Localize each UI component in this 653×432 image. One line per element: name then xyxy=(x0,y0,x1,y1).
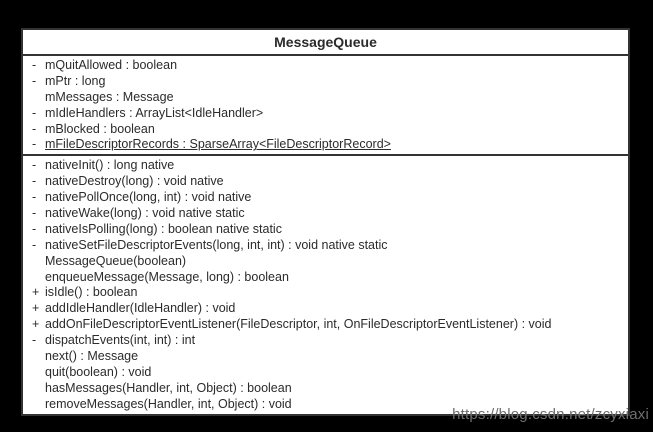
field-row: -mPtr : long xyxy=(30,74,628,90)
member-text: addOnFileDescriptorEventListener(FileDes… xyxy=(45,317,552,332)
member-text: quit(boolean) : void xyxy=(45,364,152,379)
member-text: nativeIsPolling(long) : boolean native s… xyxy=(45,221,282,236)
member-text: hasMessages(Handler, int, Object) : bool… xyxy=(45,380,292,395)
visibility-marker: - xyxy=(32,105,37,120)
visibility-marker: - xyxy=(32,158,37,173)
method-row: -nativePollOnce(long, int) : void native xyxy=(30,190,628,206)
member-text: mMessages : Message xyxy=(45,89,174,104)
member-text: mIdleHandlers : ArrayList<IdleHandler> xyxy=(45,105,264,120)
uml-class-box: MessageQueue -mQuitAllowed : boolean-mPt… xyxy=(21,28,630,416)
method-row: + addOnFileDescriptorEventListener(FileDe… xyxy=(30,317,628,333)
member-text: mQuitAllowed : boolean xyxy=(45,58,178,72)
method-row: -nativeInit() : long native xyxy=(30,158,628,174)
visibility-marker: + xyxy=(32,317,40,332)
visibility-marker: + xyxy=(32,285,40,300)
method-row: -nativeWake(long) : void native static xyxy=(30,206,628,222)
field-row: -mFileDescriptorRecords : SparseArray<Fi… xyxy=(30,137,628,153)
visibility-marker: - xyxy=(32,237,37,252)
field-row: -mQuitAllowed : boolean xyxy=(30,58,628,74)
watermark-url: https://blog.csdn.net/zcyxiaxi xyxy=(452,406,649,423)
visibility-marker: - xyxy=(32,121,37,136)
class-title: MessageQueue xyxy=(23,30,628,56)
member-text: mBlocked : boolean xyxy=(45,121,155,136)
visibility-marker: - xyxy=(32,333,37,348)
member-text: removeMessages(Handler, int, Object) : v… xyxy=(45,396,292,411)
member-text: mPtr : long xyxy=(45,73,106,88)
method-row: removeMessages(Handler, int, Object) : v… xyxy=(30,397,628,413)
member-text: nativePollOnce(long, int) : void native xyxy=(45,190,252,205)
methods-section: -nativeInit() : long native-nativeDestro… xyxy=(23,156,628,413)
method-row: -dispatchEvents(int, int) : int xyxy=(30,333,628,349)
method-row: -nativeIsPolling(long) : boolean native … xyxy=(30,222,628,238)
method-row: + isIdle() : boolean xyxy=(30,285,628,301)
method-row: MessageQueue(boolean) xyxy=(30,254,628,270)
member-text: nativeSetFileDescriptorEvents(long, int,… xyxy=(45,237,388,252)
visibility-marker: - xyxy=(32,174,37,189)
member-text: nativeWake(long) : void native static xyxy=(45,206,245,221)
member-text: dispatchEvents(int, int) : int xyxy=(45,333,196,348)
member-text: nativeDestroy(long) : void native xyxy=(45,174,224,189)
member-text: enqueueMessage(Message, long) : boolean xyxy=(45,269,289,284)
member-text: MessageQueue(boolean) xyxy=(45,253,187,268)
member-text: nativeInit() : long native xyxy=(45,158,175,173)
method-row: hasMessages(Handler, int, Object) : bool… xyxy=(30,381,628,397)
member-text: next() : Message xyxy=(45,349,139,364)
field-row: -mIdleHandlers : ArrayList<IdleHandler> xyxy=(30,106,628,122)
visibility-marker: - xyxy=(32,58,37,72)
field-row: -mBlocked : boolean xyxy=(30,122,628,138)
visibility-marker: - xyxy=(32,137,37,152)
visibility-marker: + xyxy=(32,301,40,316)
member-text: addIdleHandler(IdleHandler) : void xyxy=(45,301,236,316)
field-row: mMessages : Message xyxy=(30,90,628,106)
member-text: isIdle() : boolean xyxy=(45,285,138,300)
method-row: next() : Message xyxy=(30,349,628,365)
method-row: -nativeDestroy(long) : void native xyxy=(30,174,628,190)
method-row: enqueueMessage(Message, long) : boolean xyxy=(30,270,628,286)
method-row: -nativeSetFileDescriptorEvents(long, int… xyxy=(30,238,628,254)
method-row: quit(boolean) : void xyxy=(30,365,628,381)
visibility-marker: - xyxy=(32,221,37,236)
member-text: mFileDescriptorRecords : SparseArray<Fil… xyxy=(45,137,391,152)
visibility-marker: - xyxy=(32,206,37,221)
visibility-marker: - xyxy=(32,190,37,205)
method-row: + addIdleHandler(IdleHandler) : void xyxy=(30,301,628,317)
visibility-marker: - xyxy=(32,73,37,88)
